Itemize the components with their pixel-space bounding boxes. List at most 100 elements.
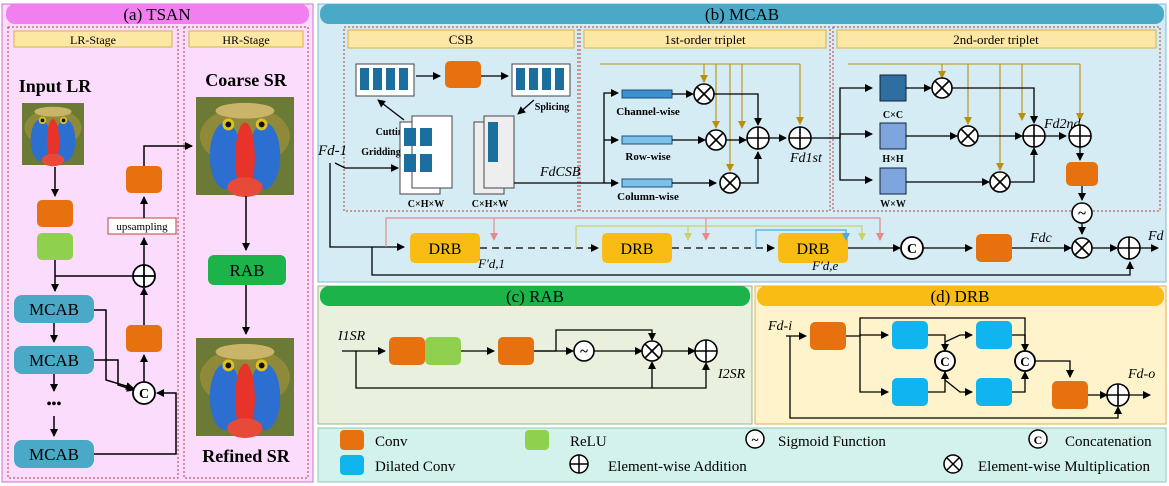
mcab-concat-symbol: C xyxy=(907,242,917,257)
row-wise-bar xyxy=(621,135,673,145)
mcab-final-add xyxy=(1117,236,1141,260)
drb-dilated-1 xyxy=(892,321,928,349)
cxc-label: C×C xyxy=(883,110,903,121)
panel-rab: (c) RAB I1SR ~ I2SR xyxy=(317,285,753,425)
wxw-label: W×W xyxy=(880,199,906,210)
cxc-square xyxy=(879,74,907,102)
drb-conv-in xyxy=(810,322,846,350)
drb-concat-symbol-2: C xyxy=(1020,354,1029,369)
refined-sr-label: Refined SR xyxy=(202,446,291,466)
wxw-square xyxy=(879,167,907,195)
panel-tsan: (a) TSAN LR-Stage HR-Stage Input LR Coar… xyxy=(1,3,314,483)
hxh-label: H×H xyxy=(882,154,903,165)
add-node-second xyxy=(1022,124,1046,148)
input-lr-image xyxy=(22,103,84,167)
rab-conv-2 xyxy=(498,337,534,365)
mult-node-hxh xyxy=(957,125,979,147)
chw-label-2: C×H×W xyxy=(472,199,508,210)
hr-stage-label: HR-Stage xyxy=(222,33,269,47)
lr-stage-label: LR-Stage xyxy=(70,33,116,47)
drb-f-out-label: Fd-o xyxy=(1127,367,1155,382)
first-order-header: 1st-order triplet xyxy=(664,32,746,47)
mcab-block-2 xyxy=(14,346,94,374)
drb-dilated-4 xyxy=(976,378,1012,406)
cutting-label: Cutting xyxy=(376,127,409,138)
tsan-concat-symbol: C xyxy=(139,387,149,402)
drb-block-e xyxy=(778,233,848,263)
mult-node-wxw xyxy=(989,171,1011,193)
tsan-conv-block xyxy=(37,200,73,227)
mult-node-channel xyxy=(693,83,715,105)
drb-conv-out xyxy=(1052,381,1088,409)
legend-conv-label: Conv xyxy=(375,434,408,450)
csb-gridding-tensor xyxy=(399,115,453,195)
panel-mcab: (b) MCAB CSB 1st-order triplet 2nd-order… xyxy=(317,3,1167,283)
row-wise-label: Row-wise xyxy=(625,151,670,163)
splicing-label: Splicing xyxy=(535,102,569,113)
mcab-final-mult xyxy=(1071,237,1093,259)
column-wise-label: Column-wise xyxy=(617,191,679,203)
mcab-label-1: MCAB xyxy=(29,300,79,319)
f-csb-label: FdCSB xyxy=(539,165,581,180)
coarse-sr-label: Coarse SR xyxy=(205,70,287,90)
legend-sigmoid-symbol: ~ xyxy=(752,432,759,447)
legend-add-icon xyxy=(569,454,589,474)
tsan-relu-block xyxy=(37,233,73,260)
mcab-block-1 xyxy=(14,295,94,323)
f-in-label: Fd-1 xyxy=(317,143,347,159)
legend-concat-icon xyxy=(1028,429,1048,449)
legend-dilated-label: Dilated Conv xyxy=(375,459,456,475)
channel-wise-bar xyxy=(621,89,673,99)
rab-add-node xyxy=(694,339,718,363)
legend-mult-label: Element-wise Multiplication xyxy=(978,459,1151,475)
csb-header: CSB xyxy=(449,32,474,47)
drb-concat-symbol-1: C xyxy=(940,354,949,369)
rab-relu xyxy=(425,337,461,365)
drb-dilated-3 xyxy=(976,321,1012,349)
mcab-label-2: MCAB xyxy=(29,351,79,370)
legend-mult-icon xyxy=(943,454,963,474)
mcab-ellipsis: ••• xyxy=(47,397,62,412)
upsampling-box xyxy=(107,217,177,235)
csb-splicing-tensor xyxy=(511,63,571,97)
rab-i2-label: I2SR xyxy=(717,367,746,382)
legend-concat-label: Concatenation xyxy=(1065,434,1152,450)
refined-sr-image xyxy=(196,338,294,438)
gridding-label: Gridding xyxy=(361,147,400,158)
legend: Conv ReLU ~ Sigmoid Function C Concatena… xyxy=(317,427,1167,483)
panel-drb: (d) DRB Fd-i C C Fd-o xyxy=(754,285,1167,425)
drb-dilated-2 xyxy=(892,378,928,406)
input-lr-label: Input LR xyxy=(19,76,93,96)
add-node-first-residual xyxy=(788,126,812,150)
legend-dilated-swatch xyxy=(340,455,364,475)
rab-i1-label: I1SR xyxy=(337,329,366,344)
f-dc-label: Fdc xyxy=(1029,231,1053,246)
mult-node-row xyxy=(705,129,727,151)
csb-output-tensor xyxy=(473,115,515,195)
drb-block-1 xyxy=(410,233,480,263)
drb-title: (d) DRB xyxy=(930,287,989,306)
csb-conv-block xyxy=(445,61,481,88)
mcab-conv-after-2nd xyxy=(1066,162,1098,186)
rab-label: RAB xyxy=(230,261,265,280)
drb-add-node xyxy=(1106,383,1130,407)
column-wise-bar xyxy=(621,178,673,188)
f-out-label: Fd xyxy=(1147,229,1165,244)
drb-label-1: DRB xyxy=(429,241,462,258)
legend-relu-swatch xyxy=(525,430,549,450)
rab-conv-1 xyxy=(389,337,425,365)
drb-label-2: DRB xyxy=(621,241,654,258)
f-de-label: F′d,e xyxy=(811,258,839,273)
rab-sigmoid-symbol: ~ xyxy=(580,344,588,360)
channel-wise-label: Channel-wise xyxy=(616,106,680,118)
mcab-label-n: MCAB xyxy=(29,445,79,464)
add-node-first xyxy=(746,126,770,150)
second-order-header: 2nd-order triplet xyxy=(953,32,1039,47)
csb-cutting-tensor xyxy=(355,63,415,97)
drb-block-2 xyxy=(602,233,672,263)
coarse-sr-image xyxy=(196,97,294,197)
mcab-block-n xyxy=(14,440,94,468)
add-node-second-residual xyxy=(1068,124,1092,148)
mcab-title: (b) MCAB xyxy=(705,5,779,24)
